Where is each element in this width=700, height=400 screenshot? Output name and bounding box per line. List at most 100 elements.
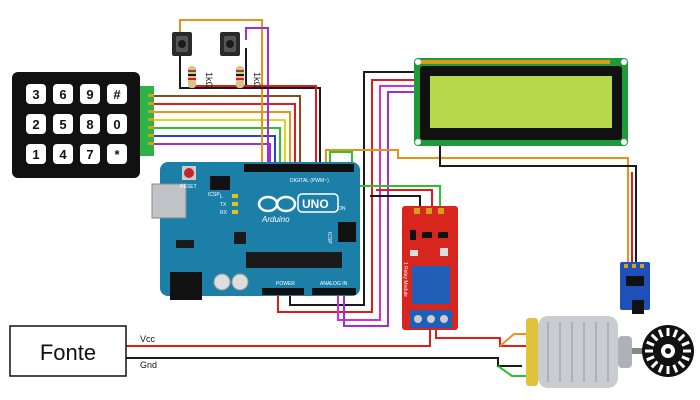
keypad-key-label: # xyxy=(113,87,121,102)
keypad-key-label: 5 xyxy=(59,117,66,132)
encoder-slot xyxy=(657,329,664,338)
wire-keypad-1 xyxy=(150,95,301,162)
push-button-2[interactable] xyxy=(220,32,240,56)
wire-lcd-purple xyxy=(343,91,414,327)
encoder-slot xyxy=(677,360,686,369)
on-label: ON xyxy=(338,206,346,212)
icsp-label: ICSP xyxy=(208,192,220,198)
keypad-key[interactable]: 0 xyxy=(107,114,127,134)
encoder-slot xyxy=(650,333,659,342)
wire-lcd-red xyxy=(277,79,414,313)
wire-relay-red xyxy=(376,189,433,206)
reset-label: RESET xyxy=(180,184,197,190)
wire-motor-orange xyxy=(499,333,530,347)
relay-screw-terminals xyxy=(410,310,452,328)
lcd-display xyxy=(414,58,628,146)
gnd-label: Gnd xyxy=(140,360,157,370)
encoder-slot xyxy=(681,355,690,362)
keypad-key-label: 2 xyxy=(32,117,39,132)
keypad-key[interactable]: 4 xyxy=(53,144,73,164)
resistor-1: 1kΩ xyxy=(188,66,214,89)
wire-keypad-7 xyxy=(150,143,271,162)
power-label: POWER xyxy=(276,281,295,287)
keypad-key[interactable]: * xyxy=(107,144,127,164)
keypad-key[interactable]: 6 xyxy=(53,84,73,104)
wire-button1-orange xyxy=(179,19,263,162)
push-button-1[interactable] xyxy=(172,32,192,56)
relay-module-label: 1 Relay Module xyxy=(402,262,408,297)
tx-label: TX xyxy=(220,202,227,208)
relay-module: 1 Relay Module xyxy=(402,206,458,330)
arduino-logo: UNO Arduino xyxy=(257,193,339,224)
vcc-label: Vcc xyxy=(140,334,156,344)
wire-keypad-6 xyxy=(150,135,276,162)
encoder-slot xyxy=(683,349,691,353)
resistor-2-label: 1kΩ xyxy=(252,72,262,89)
wire-motor-green xyxy=(497,365,530,377)
arduino-uno-board: RESET ICSP DIGITAL (PWM~) L TX RX UNO Ar… xyxy=(151,162,360,300)
keypad-key-label: 8 xyxy=(86,117,93,132)
keypad-key[interactable]: # xyxy=(107,84,127,104)
wire-keypad-3 xyxy=(150,111,291,162)
keypad-key[interactable]: 5 xyxy=(53,114,73,134)
encoder-slot xyxy=(672,364,679,373)
wire-relay-orange xyxy=(325,149,629,262)
arduino-brand-text: Arduino xyxy=(261,215,290,224)
keypad-key-label: 0 xyxy=(113,117,120,132)
encoder-slot xyxy=(646,355,655,362)
rx-label: RX xyxy=(220,210,228,216)
keypad-key-label: * xyxy=(114,147,120,162)
keypad-key[interactable]: 8 xyxy=(80,114,100,134)
dc-motor xyxy=(526,316,654,388)
encoder-slot xyxy=(666,328,670,336)
encoder-slot xyxy=(646,340,655,347)
wire-lcd-pink xyxy=(337,85,414,321)
encoder-slot xyxy=(650,360,659,369)
keypad-key-label: 4 xyxy=(59,147,67,162)
reset-button[interactable] xyxy=(182,166,196,180)
wire-vcc xyxy=(126,330,431,347)
keypad-pins xyxy=(148,94,154,145)
analog-label: ANALOG IN xyxy=(320,281,348,287)
power-source-label: Fonte xyxy=(40,340,96,365)
digital-label: DIGITAL (PWM~) xyxy=(290,178,329,184)
wire-keypad-2 xyxy=(150,103,296,162)
wire-res1-red xyxy=(194,85,317,162)
wire-gnd xyxy=(126,357,522,367)
speed-sensor-module xyxy=(620,262,650,314)
keypad-key[interactable]: 9 xyxy=(80,84,100,104)
keypad-key-label: 9 xyxy=(86,87,93,102)
keypad-key-label: 7 xyxy=(86,147,93,162)
keypad-key[interactable]: 2 xyxy=(26,114,46,134)
encoder-slot xyxy=(645,349,653,353)
wire-lcd-black xyxy=(289,71,414,306)
encoder-slot xyxy=(681,340,690,347)
wire-relay-to-motor-red xyxy=(435,330,526,347)
wire-keypad-5 xyxy=(150,127,281,162)
l-label: L xyxy=(220,194,223,200)
arduino-uno-text: UNO xyxy=(302,197,329,211)
keypad-key[interactable]: 3 xyxy=(26,84,46,104)
wire-relay-black xyxy=(370,195,421,206)
relay-input-pins xyxy=(414,208,444,214)
keypad-key-label: 1 xyxy=(32,147,39,162)
resistor-2: 1kΩ xyxy=(236,66,262,89)
lcd-mount-holes xyxy=(415,59,627,145)
keypad-key[interactable]: 7 xyxy=(80,144,100,164)
keypad-key[interactable]: 1 xyxy=(26,144,46,164)
encoder-slot xyxy=(672,329,679,338)
keypad-key-label: 3 xyxy=(32,87,39,102)
lcd-header-pins xyxy=(420,60,610,64)
icsp2-label: ICSP xyxy=(326,232,332,244)
encoder-disc xyxy=(642,325,694,377)
encoder-slot xyxy=(666,366,670,374)
encoder-slot xyxy=(657,364,664,373)
resistor-1-label: 1kΩ xyxy=(204,72,214,89)
power-source: Fonte Vcc Gnd xyxy=(9,325,157,377)
wire-button2-purple xyxy=(245,27,269,162)
encoder-slot xyxy=(677,333,686,342)
